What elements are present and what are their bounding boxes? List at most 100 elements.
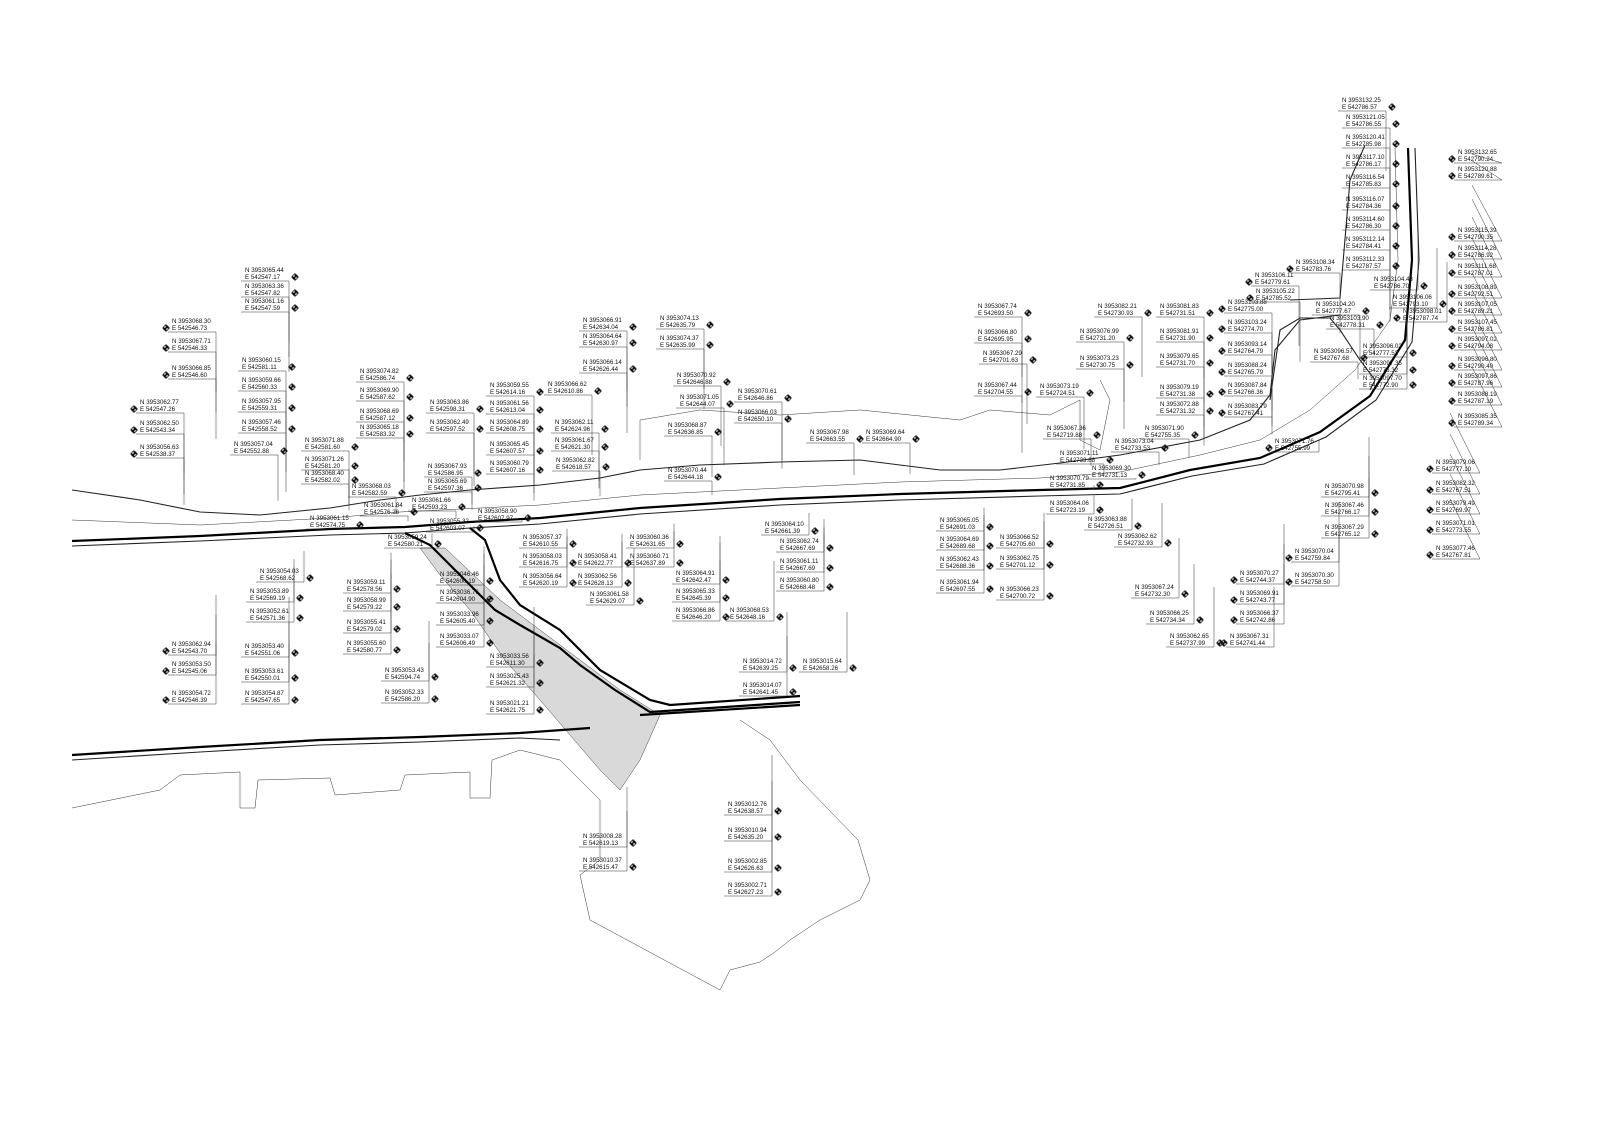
easting-text: E 542789.61 (1458, 173, 1494, 180)
leader-line (1471, 366, 1503, 428)
coordinate-label: N 3953067.24E 542732.30 (1131, 538, 1189, 599)
northing-text: N 3953061.58 (590, 591, 629, 598)
northing-text: N 3953132.65 (1458, 149, 1497, 156)
easting-text: E 542693.50 (978, 310, 1014, 317)
northing-text: N 3953081.83 (1160, 303, 1199, 310)
easting-text: E 542608.75 (490, 426, 526, 433)
northing-text: N 3953057.95 (242, 398, 281, 405)
survey-crosshair-icon (434, 540, 442, 548)
coordinate-label: N 3953097.86E 542787.96 (1448, 326, 1503, 388)
easting-text: E 542603.07 (430, 525, 466, 532)
easting-text: E 542704.55 (978, 389, 1014, 396)
coordinate-label: N 3953061.66E 542593.23 (408, 497, 466, 518)
building-frontage (639, 379, 1111, 460)
survey-crosshair-icon (722, 594, 730, 602)
survey-crosshair-icon (629, 863, 637, 871)
easting-text: E 542634.04 (583, 324, 619, 331)
easting-text: E 542691.03 (940, 524, 976, 531)
coordinate-label: N 3953105.22E 542785.52 (1246, 288, 1301, 362)
survey-crosshair-icon (629, 839, 637, 847)
leader-line (1449, 473, 1481, 535)
northing-text: N 3953060.15 (242, 357, 281, 364)
coordinate-label: N 3953073.04E 542733.53 (1111, 438, 1169, 466)
survey-crosshair-icon (722, 576, 730, 584)
northing-text: N 3953002.71 (728, 882, 767, 889)
northing-text: N 3953054.72 (172, 690, 211, 697)
northing-text: N 3953103.24 (1228, 319, 1267, 326)
northing-text: N 3953103.88 (1228, 299, 1267, 306)
survey-crosshair-icon (1218, 347, 1226, 355)
coordinate-label: N 3953068.30E 542546.73 (162, 318, 217, 392)
easting-text: E 542775.00 (1228, 306, 1264, 313)
northing-text: N 3953111.68 (1458, 263, 1497, 270)
easting-text: E 542543.34 (140, 427, 176, 434)
northing-text: N 3953054.03 (260, 568, 299, 575)
northing-text: N 3953062.56 (578, 573, 617, 580)
northing-text: N 3953059.55 (490, 382, 529, 389)
northing-text: N 3953053.89 (250, 588, 289, 595)
coordinate-label: N 3953071.01E 542773.55 (1426, 473, 1481, 535)
easting-text: E 542777.67 (1316, 308, 1352, 315)
survey-crosshair-icon (1144, 309, 1152, 317)
coordinate-label: N 3953064.06E 542723.19 (1046, 495, 1104, 515)
northing-text: N 3953059.66 (242, 377, 281, 384)
survey-crosshair-icon (1409, 381, 1417, 389)
survey-crosshair-icon (726, 400, 734, 408)
survey-crosshair-icon (1181, 590, 1189, 598)
easting-text: E 542641.45 (743, 689, 779, 696)
easting-text: E 542719.88 (1047, 432, 1083, 439)
coordinate-label: N 3953012.76E 542638.57 (724, 755, 782, 816)
northing-text: N 3953068.03 (352, 483, 391, 490)
northing-text: N 3953093.14 (1228, 341, 1267, 348)
northing-text: N 3953081.91 (1160, 328, 1199, 335)
coordinate-label: N 3953059.66E 542560.33 (238, 377, 296, 451)
northing-text: N 3953014.07 (743, 682, 782, 689)
northing-text: N 3953070.79 (1050, 475, 1089, 482)
easting-text: E 542732.30 (1135, 591, 1171, 598)
coordinate-label: N 3953062.94E 542543.70 (162, 595, 217, 656)
easting-text: E 542576.26 (364, 509, 400, 516)
northing-text: N 3953053.50 (172, 661, 211, 668)
easting-text: E 542630.97 (583, 340, 619, 347)
survey-crosshair-icon (1230, 596, 1238, 604)
easting-text: E 542645.39 (676, 595, 712, 602)
easting-text: E 542731.20 (1080, 335, 1116, 342)
easting-text: E 542777.52 (1363, 350, 1399, 357)
coordinate-label: N 3953066.85E 542546.60 (162, 365, 217, 439)
easting-text: E 542778.31 (1330, 322, 1366, 329)
survey-crosshair-icon (1409, 366, 1417, 374)
easting-text: E 542639.25 (743, 665, 779, 672)
northing-text: N 3953060.80 (780, 577, 819, 584)
leader-line (1449, 412, 1481, 474)
easting-text: E 542759.84 (1295, 555, 1331, 562)
survey-crosshair-icon (1392, 180, 1400, 188)
easting-text: E 542724.51 (1040, 390, 1076, 397)
northing-text: N 3953058.03 (523, 553, 562, 560)
easting-text: E 542667.69 (780, 565, 816, 572)
survey-crosshair-icon (1245, 278, 1253, 286)
northing-text: N 3953096.02 (1363, 343, 1402, 350)
northing-text: N 3953097.86 (1458, 373, 1497, 380)
northing-text: N 3953066.62 (548, 381, 587, 388)
coordinate-label: N 3953106.06E 542793.10 (1389, 248, 1447, 309)
survey-crosshair-icon (1392, 242, 1400, 250)
northing-text: N 3953067.93 (428, 463, 467, 470)
survey-crosshair-icon (398, 489, 406, 497)
leader-line (1471, 289, 1503, 351)
coordinate-label: N 3953079.49E 542769.97 (1426, 453, 1481, 515)
survey-crosshair-icon (162, 324, 170, 332)
northing-text: N 3953061.94 (940, 579, 979, 586)
coordinate-label: N 3953108.89E 542792.51 (1448, 237, 1503, 299)
survey-crosshair-icon (1265, 444, 1273, 452)
easting-text: E 542631.65 (630, 541, 666, 548)
coordinate-label: N 3953068.87E 542636.85 (664, 422, 722, 478)
survey-crosshair-icon (1126, 334, 1134, 342)
coordinate-label: N 3953098.01E 542787.74 (1393, 262, 1448, 323)
northing-text: N 3953070.98 (1325, 483, 1364, 490)
easting-text: E 542610.86 (548, 388, 584, 395)
coordinate-label: N 3953062.77E 542547.26 (130, 399, 185, 473)
northing-text: N 3953021.21 (490, 700, 529, 707)
northing-text: N 3953053.40 (245, 643, 284, 650)
main-road-edge-bottom (71, 147, 1420, 547)
easting-text: E 542538.37 (140, 451, 176, 458)
